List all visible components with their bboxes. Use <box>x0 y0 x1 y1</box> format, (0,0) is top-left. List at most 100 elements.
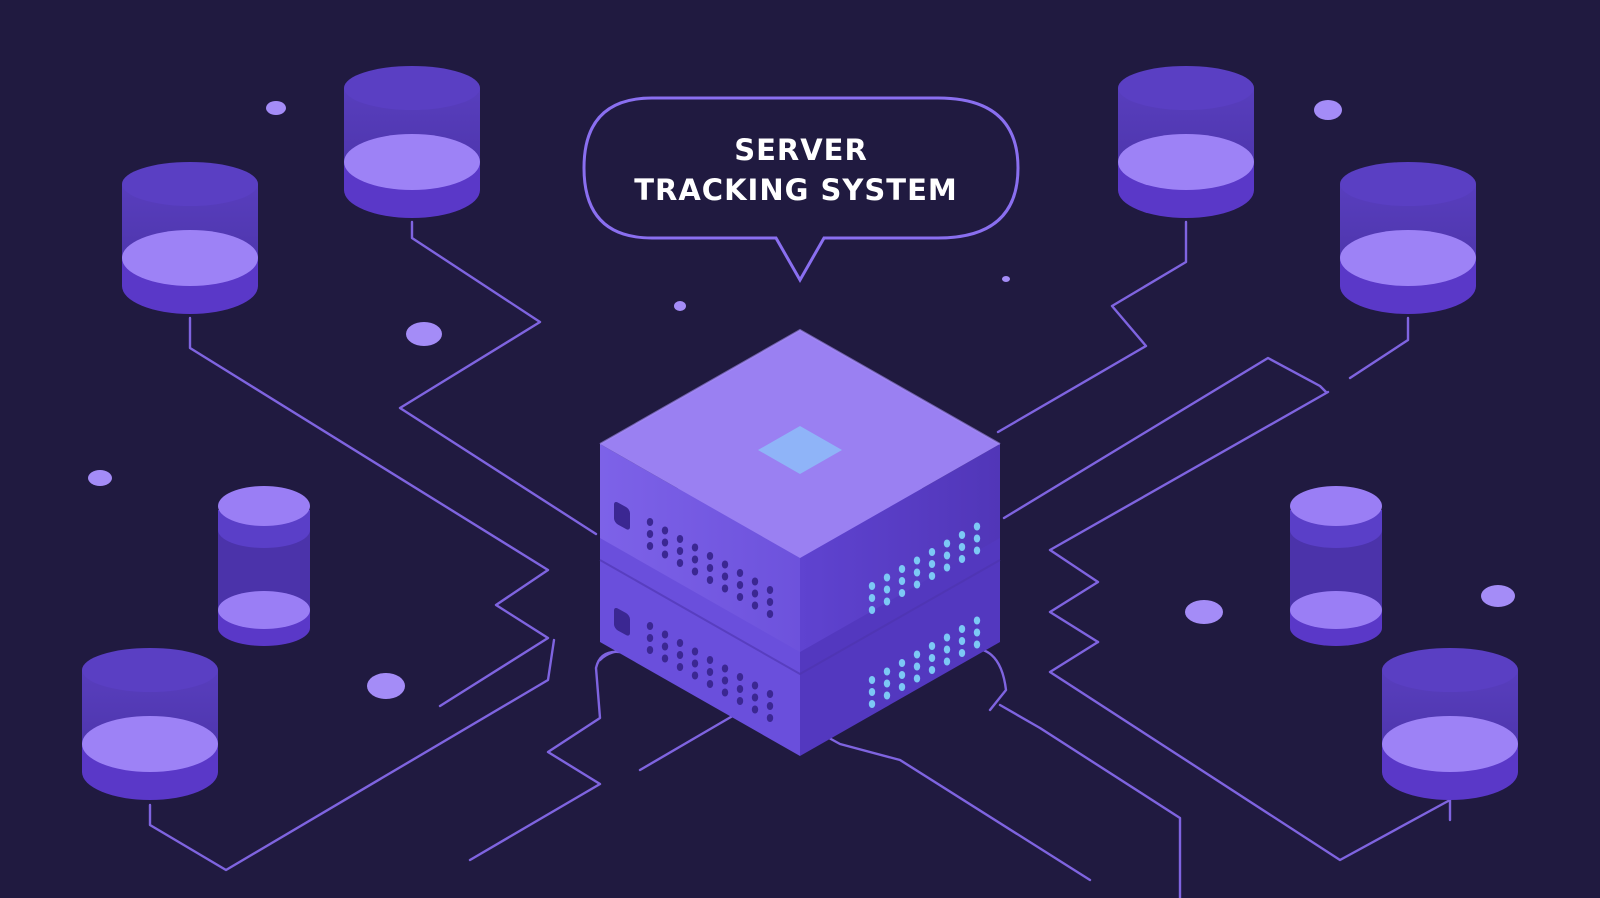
database-nodes <box>82 66 1518 800</box>
led-dot <box>973 628 981 637</box>
led-array-right-lower <box>868 616 981 708</box>
led-dot <box>868 688 876 696</box>
led-dot <box>661 642 669 651</box>
speech-bubble: SERVER TRACKING SYSTEM <box>582 96 1020 284</box>
database-cylinder-icon <box>1290 486 1382 646</box>
dot <box>1481 585 1515 607</box>
led-dot <box>736 593 744 601</box>
trace-left-upper <box>188 316 550 708</box>
led-dot <box>898 577 906 585</box>
led-dot <box>736 569 744 577</box>
led-dot <box>943 657 951 666</box>
led-dot <box>721 688 729 697</box>
led-dot <box>766 598 774 606</box>
led-dot <box>943 563 951 572</box>
database-cylinder-icon <box>218 486 310 646</box>
led-dot <box>646 530 654 538</box>
led-dot <box>928 666 936 674</box>
led-dot <box>913 556 921 565</box>
led-dot <box>751 601 759 610</box>
led-dot <box>676 651 684 659</box>
server-lower-right-face <box>800 536 1000 756</box>
led-dot <box>751 705 759 714</box>
server-upper-left-face <box>600 444 800 652</box>
database-cylinder-icon <box>1382 648 1518 800</box>
led-dot <box>661 550 669 559</box>
decorative-dots <box>88 100 1515 699</box>
led-dot <box>721 676 729 685</box>
led-dot <box>973 640 981 649</box>
dot <box>88 470 112 486</box>
led-dot <box>721 572 729 581</box>
led-dot <box>943 633 951 642</box>
bubble-title-line-2: TRACKING SYSTEM <box>634 173 958 207</box>
drive-slot-icon <box>614 501 630 530</box>
led-dot <box>766 586 774 594</box>
led-dot <box>883 667 891 676</box>
led-dot <box>958 637 966 645</box>
led-dot <box>676 639 684 647</box>
led-dot <box>958 555 966 563</box>
led-dot <box>721 584 729 593</box>
led-dot <box>913 650 921 659</box>
led-dot <box>943 645 951 654</box>
led-dot <box>751 693 759 702</box>
led-dot <box>706 680 714 688</box>
trace-right-lower <box>1048 640 1452 862</box>
led-dot <box>736 697 744 705</box>
database-cylinder-icon <box>82 648 218 800</box>
led-dot <box>868 700 876 708</box>
led-dot <box>751 681 759 690</box>
led-dot <box>913 580 921 589</box>
led-dot <box>973 616 981 625</box>
led-dot <box>958 649 966 657</box>
led-dot <box>646 542 654 550</box>
led-dot <box>868 676 876 684</box>
led-dot <box>751 577 759 586</box>
led-dot <box>928 548 936 556</box>
led-dot <box>646 634 654 642</box>
led-dot <box>883 679 891 688</box>
trace-right-loop <box>1002 356 1328 520</box>
trace-top-left <box>398 220 598 536</box>
dot <box>674 301 686 311</box>
bubble-title-line-1: SERVER <box>734 133 868 167</box>
led-dot <box>646 518 654 526</box>
led-dot <box>721 560 729 569</box>
led-dot <box>973 534 981 543</box>
led-dot <box>661 654 669 663</box>
circuit-lines <box>148 220 1452 898</box>
led-dot <box>676 663 684 671</box>
led-dot <box>868 594 876 602</box>
led-dot <box>646 646 654 654</box>
dot <box>1002 276 1010 282</box>
led-array-right-upper <box>868 522 981 614</box>
led-dot <box>766 714 774 722</box>
led-dot <box>766 610 774 618</box>
dot <box>266 101 286 115</box>
trace-bottom-center <box>638 698 1092 882</box>
led-dot <box>751 589 759 598</box>
led-dot <box>883 597 891 606</box>
trace-bottom-right <box>998 703 1182 898</box>
trace-right-mid <box>1048 390 1330 644</box>
led-dot <box>958 625 966 633</box>
led-dot <box>691 567 699 576</box>
led-array-left-upper <box>646 518 774 618</box>
led-dot <box>943 539 951 548</box>
chip-icon <box>758 426 842 474</box>
led-dot <box>706 552 714 560</box>
led-dot <box>706 576 714 584</box>
led-dot <box>736 673 744 681</box>
dot <box>367 673 405 699</box>
led-dot <box>868 582 876 590</box>
led-dot <box>736 581 744 589</box>
led-dot <box>676 535 684 543</box>
led-dot <box>766 690 774 698</box>
led-dot <box>883 585 891 594</box>
led-dot <box>691 555 699 564</box>
trace-right-upper <box>1348 316 1410 380</box>
led-dot <box>721 664 729 673</box>
led-dot <box>913 568 921 577</box>
led-dot <box>973 522 981 531</box>
